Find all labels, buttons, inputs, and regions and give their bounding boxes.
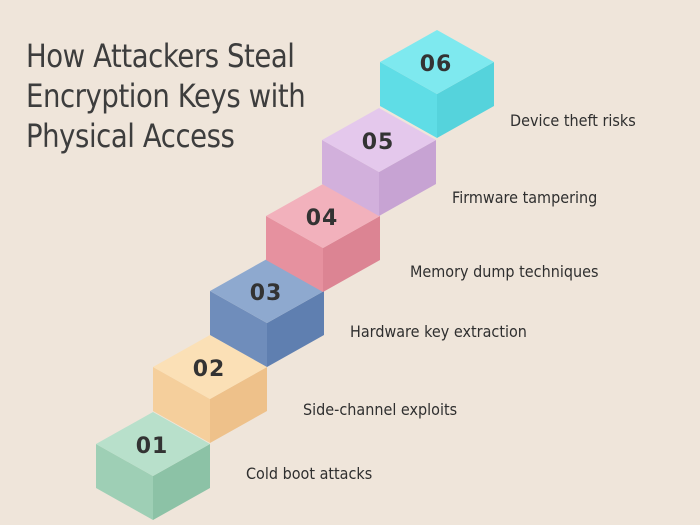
step-number-06: 06 (420, 52, 453, 77)
step-label-06: Device theft risks (510, 111, 636, 130)
step-label-03: Hardware key extraction (350, 322, 527, 341)
cube-left-face (380, 62, 437, 138)
cube-left-face (210, 291, 267, 367)
cube-right-face (323, 216, 380, 292)
step-cube-06: 06 (380, 30, 494, 138)
cube-top-face (380, 30, 494, 94)
cube-left-face (322, 140, 379, 216)
title-line-3: Physical Access (26, 117, 235, 155)
cube-top-face (96, 412, 210, 476)
step-cube-02: 02 (153, 335, 267, 443)
cube-right-face (210, 367, 267, 443)
step-label-02: Side-channel exploits (303, 400, 458, 419)
cube-left-face (266, 216, 323, 292)
step-cube-05: 05 (322, 108, 436, 216)
step-cube-04: 04 (266, 184, 380, 292)
title-line-1: How Attackers Steal (26, 37, 295, 75)
cube-left-face (96, 444, 153, 520)
step-number-04: 04 (306, 206, 339, 231)
cube-top-face (322, 108, 436, 172)
cube-right-face (437, 62, 494, 138)
step-cube-01: 01 (96, 412, 210, 520)
step-number-02: 02 (193, 357, 226, 382)
title-line-2: Encryption Keys with (26, 77, 306, 115)
cube-right-face (267, 291, 324, 367)
cube-steps: 01 02 03 04 05 06 (96, 30, 494, 520)
page-title: How Attackers Steal Encryption Keys with… (26, 36, 318, 156)
step-label-01: Cold boot attacks (246, 464, 373, 483)
step-number-05: 05 (362, 130, 395, 155)
cube-left-face (153, 367, 210, 443)
step-label-04: Memory dump techniques (410, 262, 599, 281)
step-label-05: Firmware tampering (452, 188, 598, 207)
cube-right-face (379, 140, 436, 216)
step-number-01: 01 (136, 434, 169, 459)
step-number-03: 03 (250, 281, 283, 306)
cube-right-face (153, 444, 210, 520)
